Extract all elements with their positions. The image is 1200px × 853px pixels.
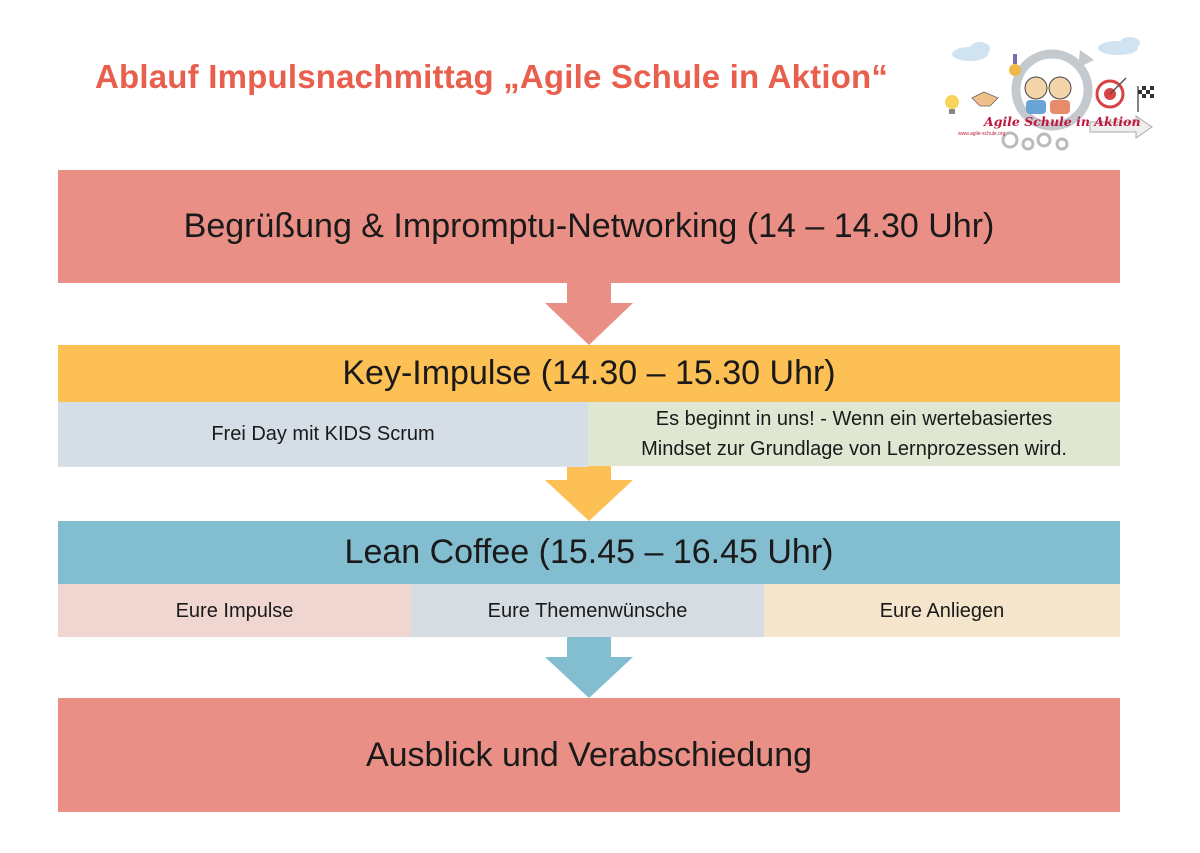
- lean-coffee-block: Lean Coffee (15.45 – 16.45 Uhr): [58, 521, 1120, 584]
- arrow-down-icon: [545, 466, 633, 521]
- werte-line-1: Es beginnt in uns! - Wenn ein wertebasie…: [655, 408, 1053, 430]
- werte-line-2: Mindset zur Grundlage von Lernprozessen …: [641, 438, 1067, 460]
- arrow-down-icon: [545, 637, 633, 698]
- frei-day-item: Frei Day mit KIDS Scrum: [58, 402, 588, 466]
- page-title: Ablauf Impulsnachmittag „Agile Schule in…: [95, 58, 889, 95]
- agile-schule-logo: Agile Schule in Aktion www.agile-schule.…: [940, 32, 1168, 156]
- logo-url: www.agile-schule.org: [958, 131, 1005, 137]
- lean-coffee-themen: Eure Themenwünsche: [411, 584, 764, 637]
- welcome-block: Begrüßung & Impromptu-Networking (14 – 1…: [58, 170, 1120, 283]
- arrow-down-icon: [545, 283, 633, 345]
- werte-mindset-item: Es beginnt in uns! - Wenn ein wertebasie…: [588, 402, 1120, 466]
- lean-coffee-anliegen: Eure Anliegen: [764, 584, 1120, 637]
- lean-coffee-impulse: Eure Impulse: [58, 584, 411, 637]
- logo-text: Agile Schule in Aktion: [983, 114, 1141, 129]
- key-impulse-block: Key-Impulse (14.30 – 15.30 Uhr): [58, 345, 1120, 402]
- outlook-block: Ausblick und Verabschiedung: [58, 698, 1120, 812]
